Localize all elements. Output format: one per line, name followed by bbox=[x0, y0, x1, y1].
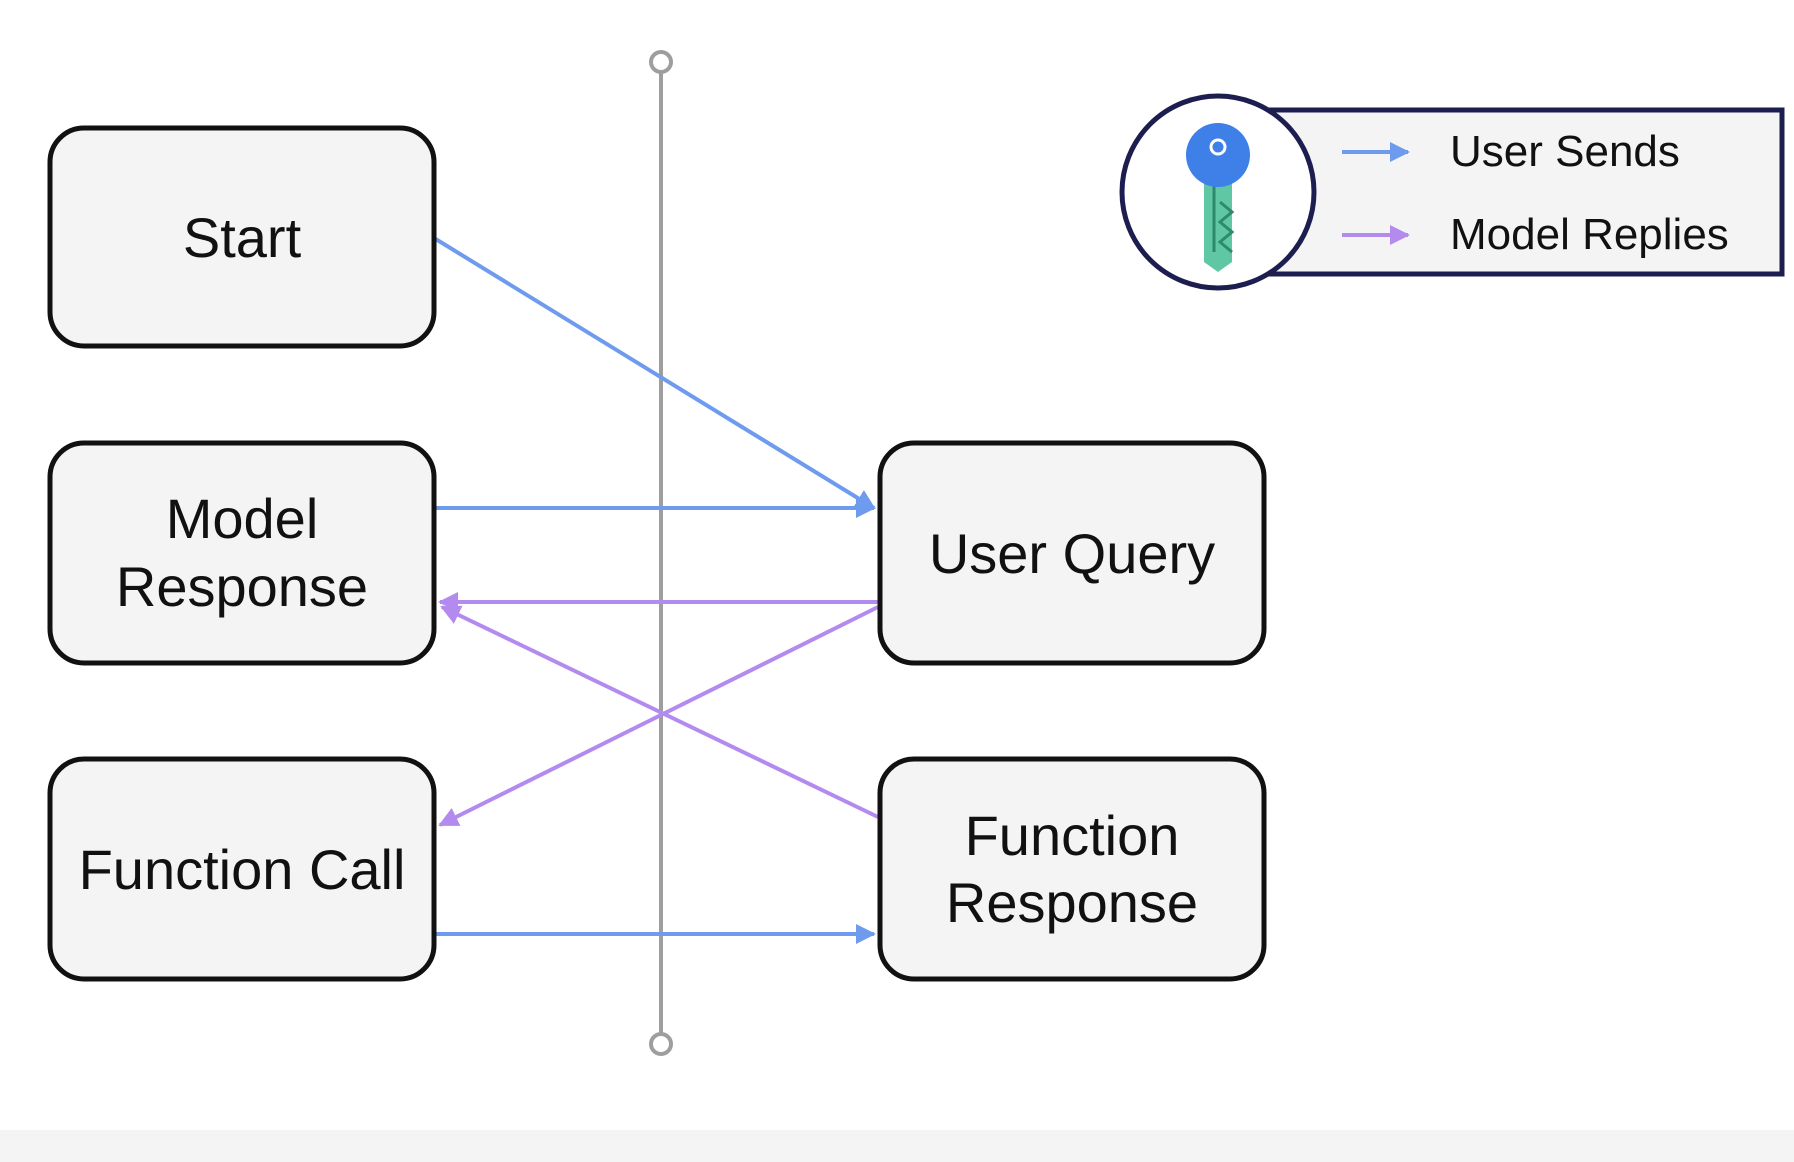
node-start: Start bbox=[47, 125, 437, 349]
node-function-response: Function Response bbox=[877, 756, 1267, 982]
bottom-band bbox=[0, 1130, 1794, 1162]
legend-user-sends-label: User Sends bbox=[1450, 127, 1680, 176]
node-function-call: Function Call bbox=[47, 756, 437, 982]
node-model-response-label-line-1: Model bbox=[166, 487, 319, 550]
node-function-response-label-line-1: Function bbox=[965, 804, 1180, 867]
node-model-response: Model Response bbox=[47, 440, 437, 666]
edges bbox=[432, 236, 879, 944]
edge-start-to-user-query bbox=[432, 236, 876, 510]
edge-function-response-to-model-response bbox=[440, 605, 879, 819]
node-start-label: Start bbox=[183, 206, 302, 269]
node-user-query-label: User Query bbox=[929, 522, 1215, 585]
edge-user-query-to-function-call bbox=[438, 605, 879, 827]
legend-model-replies-label: Model Replies bbox=[1450, 210, 1729, 259]
legend: User Sends Model Replies bbox=[1119, 93, 1785, 291]
key-icon bbox=[1186, 123, 1250, 272]
legend-item-model-replies: Model Replies bbox=[1342, 210, 1729, 259]
divider bbox=[649, 50, 673, 1056]
node-model-response-label-line-2: Response bbox=[116, 555, 368, 618]
node-function-response-label-line-2: Response bbox=[946, 871, 1198, 934]
legend-item-user-sends: User Sends bbox=[1342, 127, 1680, 176]
node-function-call-label: Function Call bbox=[79, 838, 406, 901]
node-user-query: User Query bbox=[877, 440, 1267, 666]
